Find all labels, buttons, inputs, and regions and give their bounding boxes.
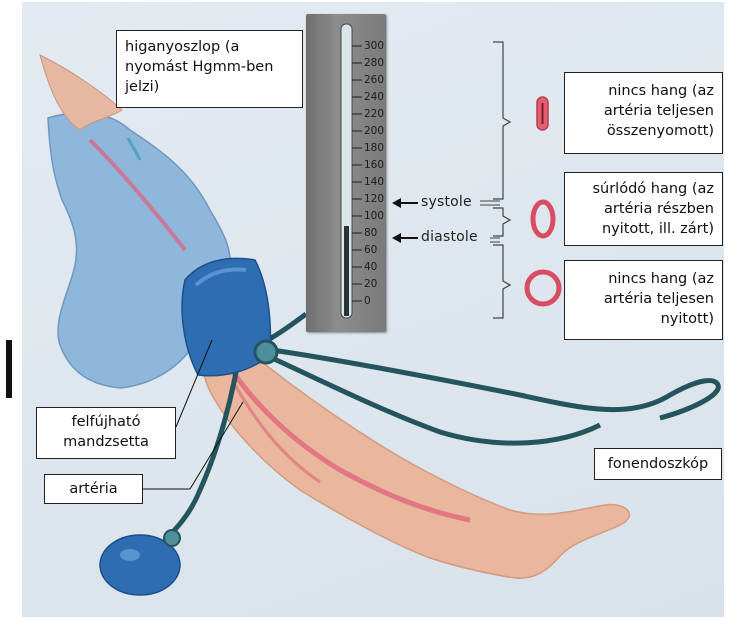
scale-label: 140 — [364, 177, 384, 187]
scale-label: 200 — [364, 126, 384, 136]
no-sound-closed-label: nincs hang (az artéria teljesen összenyo… — [564, 72, 723, 154]
no-sound-open-label: nincs hang (az artéria teljesen nyitott) — [564, 260, 723, 340]
scale-label: 60 — [364, 245, 377, 255]
scale-label: 100 — [364, 211, 384, 221]
scale-label: 160 — [364, 160, 384, 170]
artery-label: artéria — [44, 474, 143, 504]
scale-label: 0 — [364, 296, 371, 306]
scale-label: 180 — [364, 143, 384, 153]
scale-label: 20 — [364, 279, 377, 289]
scale-label: 280 — [364, 58, 384, 68]
diastole-label: diastole — [421, 229, 478, 245]
scale-label: 260 — [364, 75, 384, 85]
inflatable-cuff-label: felfújható mandzsetta — [36, 407, 176, 459]
mercury-column-label: higanyoszlop (a nyomást Hgmm-ben jelzi) — [116, 30, 303, 108]
friction-sound-label: súrlódó hang (az artéria részben nyitott… — [564, 172, 723, 246]
scale-label: 300 — [364, 41, 384, 51]
stethoscope-label: fonendoszkóp — [594, 448, 722, 480]
scale-label: 40 — [364, 262, 377, 272]
scale-label: 120 — [364, 194, 384, 204]
scale-label: 220 — [364, 109, 384, 119]
scale-label: 240 — [364, 92, 384, 102]
systole-label: systole — [421, 194, 472, 210]
scale-label: 80 — [364, 228, 377, 238]
gauge-ticks-front — [352, 46, 362, 301]
mercury-level-front — [344, 226, 349, 316]
